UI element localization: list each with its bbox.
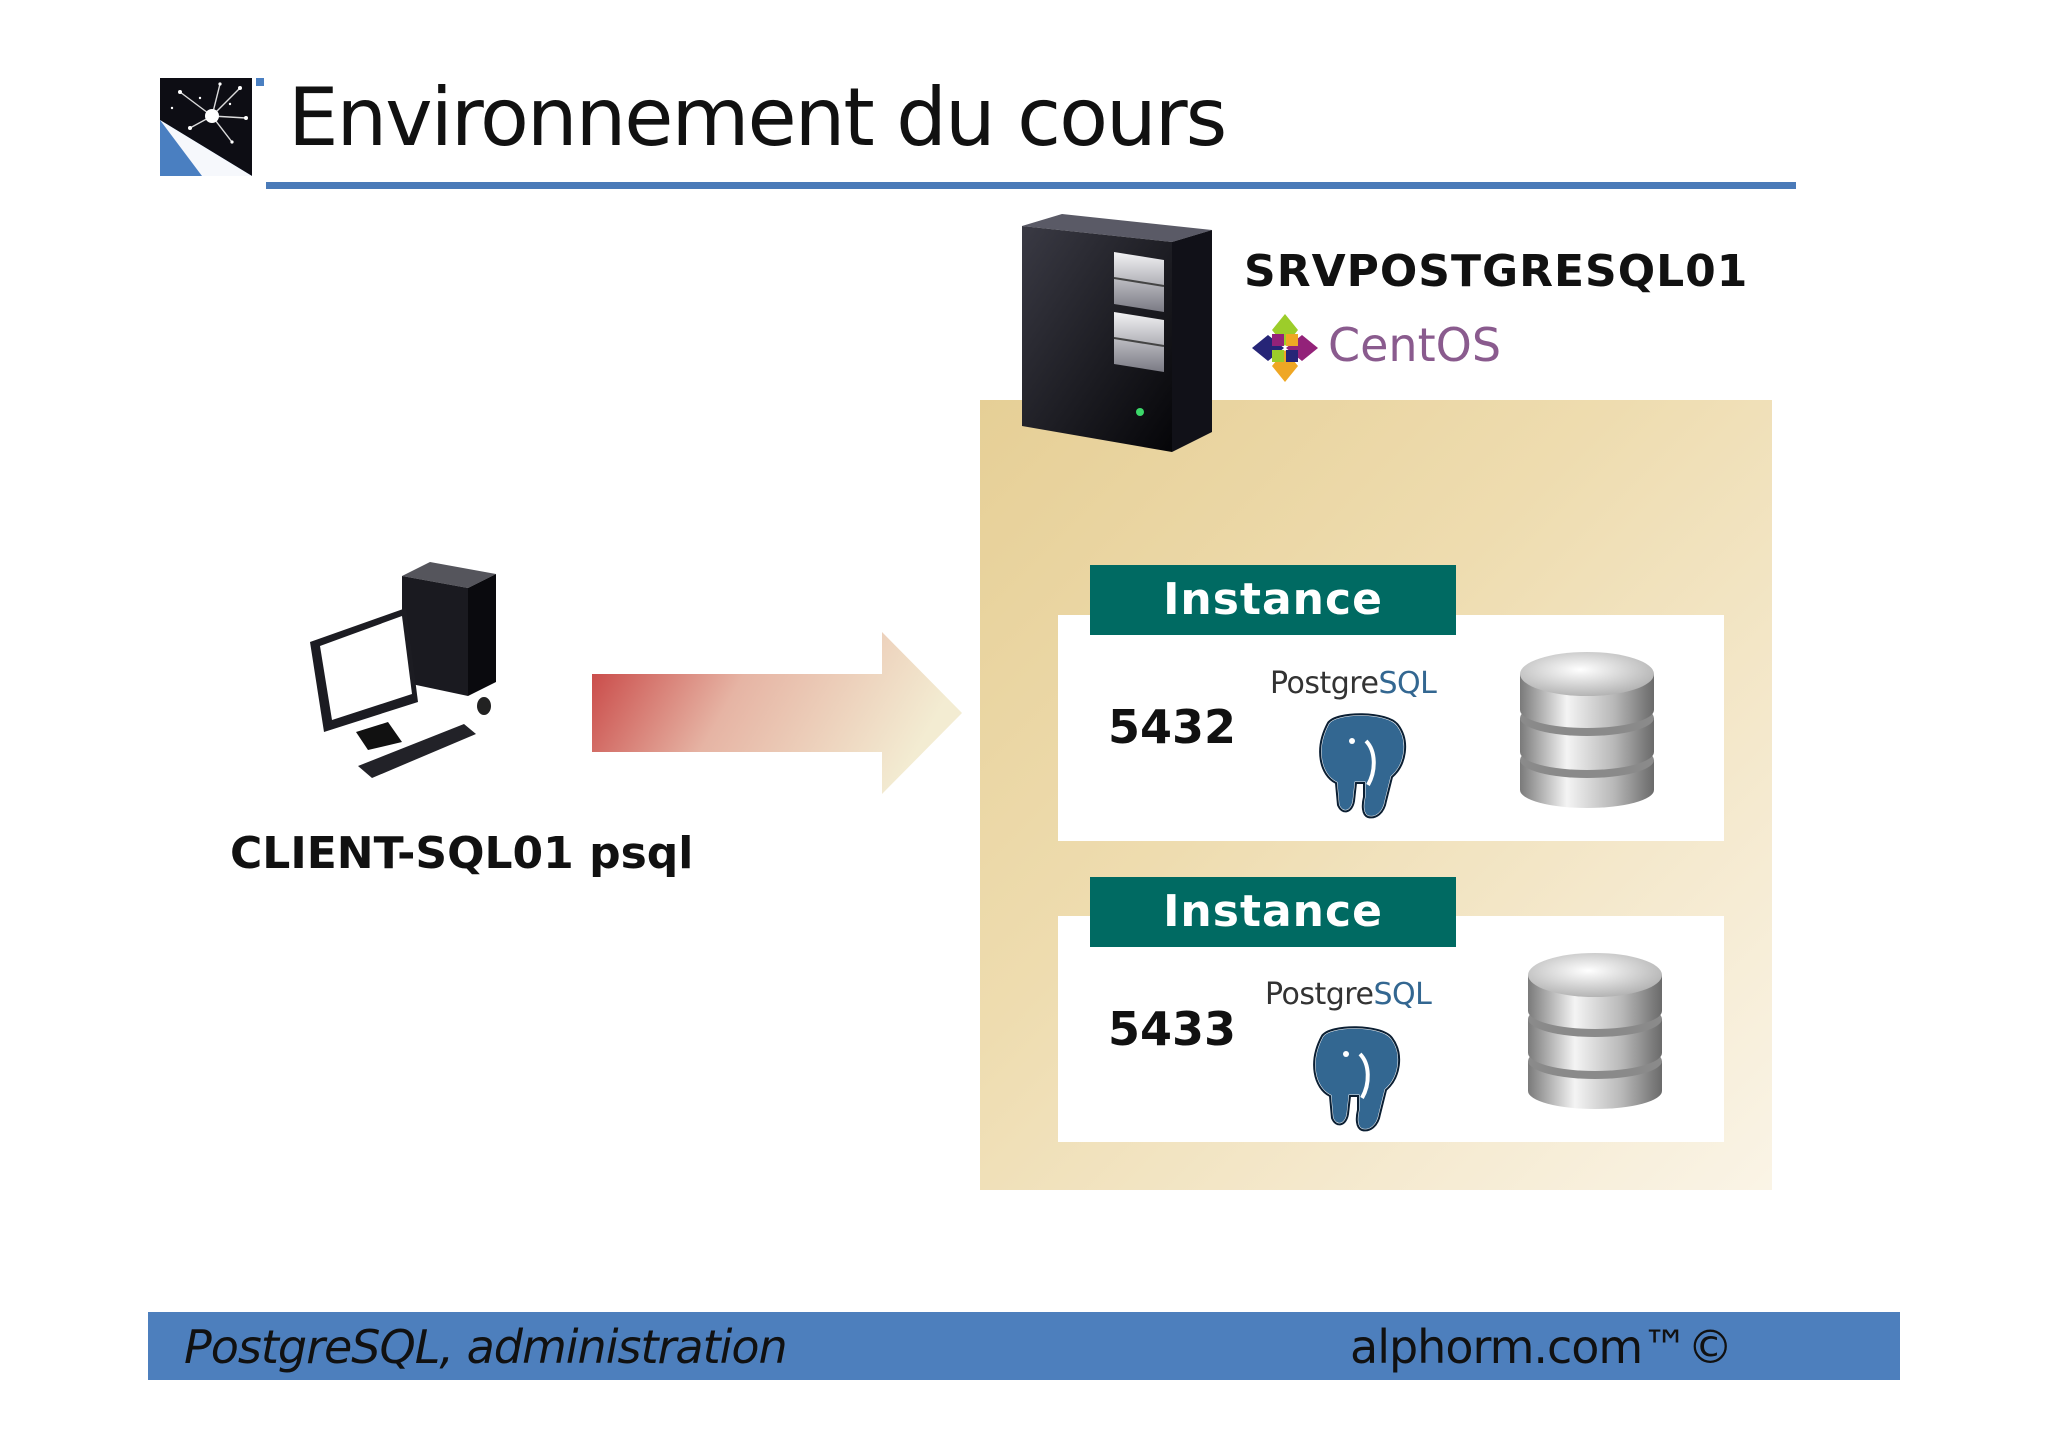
postgresql-logo-text: PostgreSQL [1270, 666, 1437, 701]
postgresql-elephant-icon [1318, 712, 1407, 819]
footer-copyright: alphorm.com™© [1350, 1320, 1733, 1374]
postgresql-logo-text-b: SQL [1373, 977, 1432, 1012]
centos-logo: CentOS [1250, 312, 1501, 388]
connection-arrow-icon [592, 632, 962, 794]
postgresql-logo-text-a: Postgre [1270, 666, 1379, 701]
postgresql-logo-text-b: SQL [1378, 666, 1437, 701]
centos-icon [1252, 314, 1318, 382]
postgresql-logo-text: PostgreSQL [1265, 977, 1432, 1012]
server-name: SRVPOSTGRESQL01 [1244, 246, 1749, 297]
instance-header: Instance [1090, 877, 1456, 947]
client-label: CLIENT-SQL01 psql [230, 828, 694, 879]
client-computer-icon [310, 562, 496, 778]
database-icon [1520, 652, 1654, 808]
course-logo-icon [160, 78, 264, 176]
instance-header: Instance [1090, 565, 1456, 635]
instance-port: 5433 [1108, 1002, 1237, 1056]
database-icon [1528, 953, 1662, 1109]
page-title: Environnement du cours [288, 71, 1227, 164]
postgresql-elephant-icon [1312, 1025, 1401, 1132]
instance-port: 5432 [1108, 700, 1237, 754]
title-underline [266, 182, 1796, 189]
postgresql-logo-text-a: Postgre [1265, 977, 1374, 1012]
footer-bar: PostgreSQL, administration alphorm.com™© [148, 1312, 1900, 1380]
footer-course-name: PostgreSQL, administration [184, 1320, 788, 1374]
server-tower-icon [1022, 214, 1212, 452]
centos-logo-text: CentOS [1328, 318, 1502, 372]
